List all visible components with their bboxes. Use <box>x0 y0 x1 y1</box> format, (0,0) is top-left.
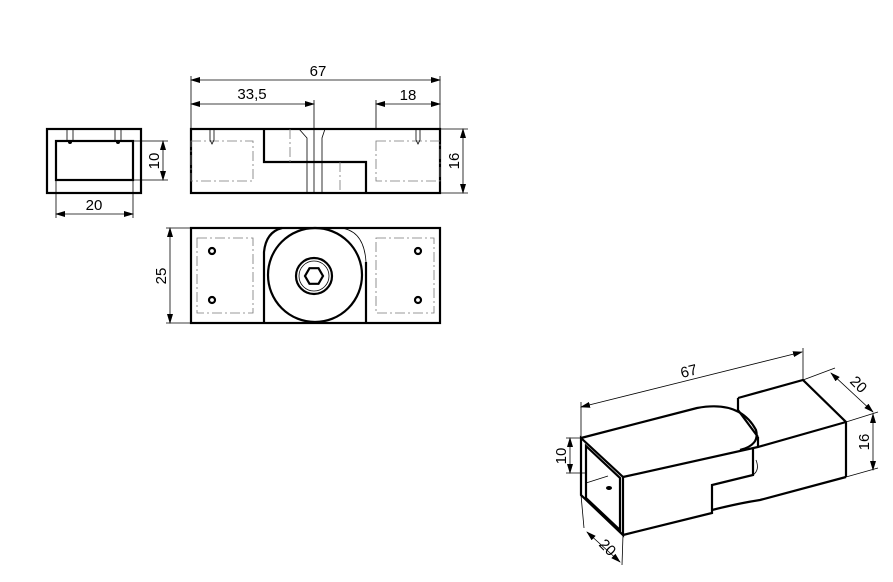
side-view: 10 20 <box>45 127 168 218</box>
front-view: 67 33,5 18 16 <box>189 63 468 195</box>
iso-length-dimension: 67 <box>679 361 699 382</box>
iso-height-dimension: 16 <box>856 434 873 451</box>
side-height-dimension: 10 <box>146 153 163 170</box>
isometric-view: 67 20 16 10 20 <box>553 348 879 566</box>
iso-width-dimension: 20 <box>846 373 870 397</box>
iso-front-width-dimension: 20 <box>595 536 619 560</box>
front-length-dimension: 67 <box>310 63 327 80</box>
side-width-dimension: 20 <box>86 197 103 214</box>
iso-inner-dimension: 10 <box>553 448 570 465</box>
mounting-holes <box>207 246 423 305</box>
top-depth-dimension: 25 <box>153 268 170 285</box>
front-half-dimension: 33,5 <box>237 86 266 103</box>
top-view: 25 <box>153 226 442 325</box>
front-end-dimension: 18 <box>400 87 417 104</box>
front-height-dimension: 16 <box>446 153 463 170</box>
